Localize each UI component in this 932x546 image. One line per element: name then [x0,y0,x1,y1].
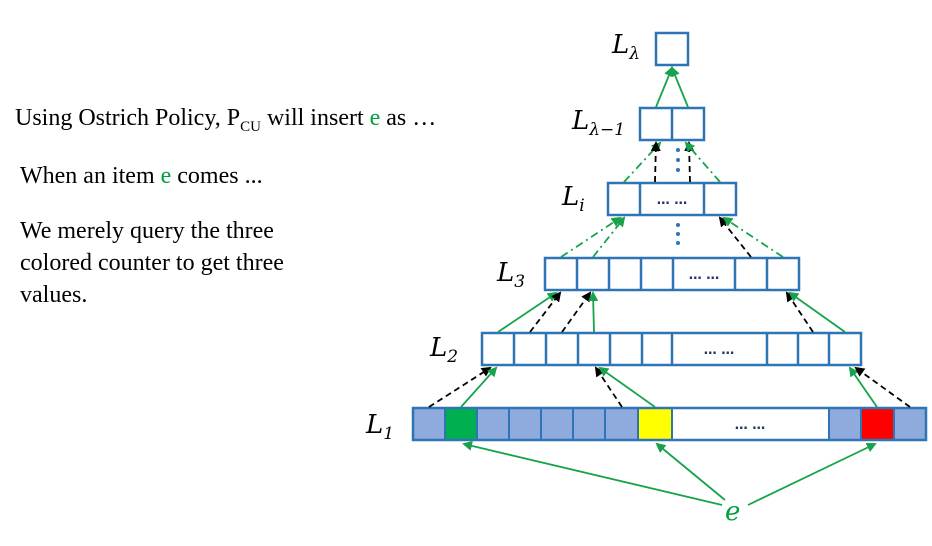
level-i-array [606,181,738,217]
query-line-1: We merely query the three [20,218,274,244]
policy-sub: CU [240,118,261,135]
policy-mid: will insert [260,105,370,131]
query-paragraph: We merely query the three colored counte… [20,215,284,311]
level-1-array [411,406,928,442]
item-comes-e: e [160,163,172,189]
level-2-array [480,331,863,367]
level-label-i: Li [562,182,585,217]
policy-suffix: as … [380,105,437,131]
level-label-lambda-minus-1: Lλ−1 [572,106,626,141]
policy-prefix: Using Ostrich Policy, P [15,105,241,131]
level-label-3: L3 [497,258,526,293]
vertical-dots [676,148,680,245]
level-label-1: L1 [366,410,395,445]
item-e-label: e [725,497,741,527]
item-comes-suffix: comes ... [171,163,263,189]
level-label-2: L2 [430,333,459,368]
query-line-3: values. [20,282,88,308]
query-line-2: colored counter to get three [20,250,284,276]
level-lambda-minus-1-array [638,106,706,142]
ellipsis-level-1: … … [735,418,766,433]
yellow-counter [637,407,673,441]
ellipsis-level-2: … … [704,343,735,358]
level-label-lambda: Lλ [612,30,641,65]
red-counter [860,407,895,441]
item-comes-line: When an item e comes ... [20,163,263,190]
green-counter [444,407,478,441]
policy-e: e [369,105,381,131]
level-lambda-array [654,31,690,67]
ellipsis-level-i: … … [657,193,688,208]
item-comes-prefix: When an item [20,163,161,189]
ellipsis-level-3: … … [689,268,720,283]
policy-line: Using Ostrich Policy, PCU will insert e … [15,105,436,136]
level-3-array [543,256,801,292]
